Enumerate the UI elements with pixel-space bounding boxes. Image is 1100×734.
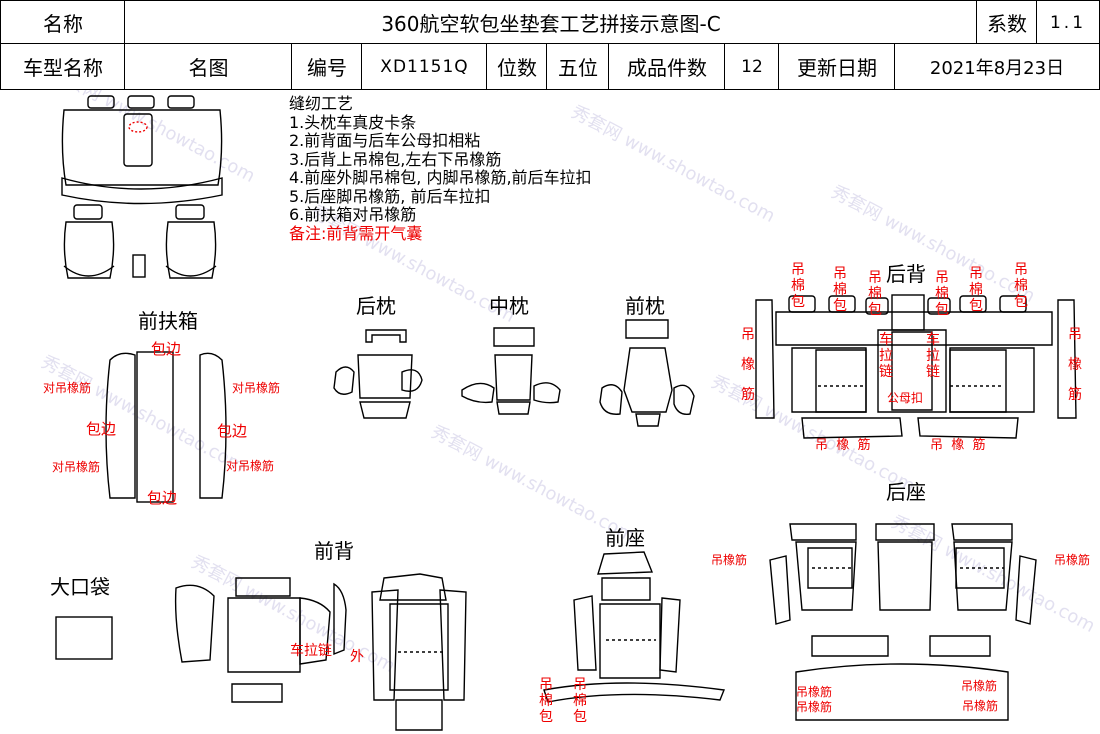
pieces-label: 成品件数 (608, 43, 726, 90)
section-front-back: 前背 (314, 539, 354, 563)
annotation-rubber: 吊橡筋 (741, 327, 755, 403)
header-table: 名称 360航空软包坐垫套工艺拼接示意图-C 系数 1.1 车型名称 名图 编号… (0, 0, 1100, 90)
annotation-rubber: 吊橡筋 (711, 553, 748, 567)
section-rear-headrest: 后枕 (356, 294, 396, 318)
name-label: 名称 (0, 0, 126, 45)
annotation-outer: 外 (350, 649, 364, 665)
annotation-wrap-edge: 包边 (86, 420, 117, 438)
front-headrest-pattern (599, 319, 695, 427)
annotation-wrap-edge: 包边 (217, 422, 248, 440)
rear-headrest-pattern (333, 329, 423, 419)
seats-label: 位数 (486, 43, 548, 90)
annotation-elastic-pair: 对吊橡筋 (52, 460, 101, 474)
annotation-cotton-pack: 吊棉包 (833, 266, 847, 314)
front-seat-pattern (543, 551, 725, 703)
mid-headrest-pattern (461, 327, 561, 415)
annotation-elastic-pair: 对吊橡筋 (43, 381, 92, 395)
notes-title: 缝纫工艺 (289, 94, 354, 113)
annotation-cotton-pack: 吊棉包 (1014, 262, 1028, 310)
section-rear-back: 后背 (886, 262, 926, 286)
annotation-cotton-pack: 吊棉包 (539, 677, 553, 725)
annotation-zipper: 车拉链 (290, 643, 332, 659)
notes-item: 4.前座外脚吊棉包, 内脚吊橡筋,前后车拉扣 (289, 168, 592, 187)
section-mid-headrest: 中枕 (489, 294, 529, 318)
annotation-cotton-pack: 吊棉包 (969, 266, 983, 314)
annotation-elastic-pair: 对吊橡筋 (232, 381, 281, 395)
section-front-armrest: 前扶箱 (138, 309, 198, 333)
section-big-pocket: 大口袋 (50, 575, 110, 599)
rear-seat-pattern (769, 523, 1037, 721)
notes-item: 3.后背上吊棉包,左右下吊橡筋 (289, 149, 502, 169)
front-armrest-pattern (105, 351, 227, 503)
annotation-rubber: 吊橡筋 (962, 699, 999, 713)
section-front-seat: 前座 (605, 526, 645, 550)
annotation-pull: 车拉链 (879, 332, 893, 380)
annotation-cotton-pack: 吊棉包 (868, 270, 882, 318)
notes-item: 6.前扶箱对吊橡筋 (289, 205, 417, 224)
annotation-cotton-pack: 吊棉包 (935, 270, 949, 318)
annotation-wrap-edge: 包边 (151, 340, 182, 358)
code-value: XD1151Q (361, 43, 488, 90)
sewing-notes: 缝纫工艺 1.头枕车真皮卡条 2.前背面与后车公母扣相粘 3.后背上吊棉包,左右… (289, 94, 592, 243)
annotation-wide-rubber: 吊 橡 筋 (815, 438, 871, 453)
seat-layout-thumbnail (61, 95, 223, 279)
annotation-rubber: 吊橡筋 (1054, 553, 1091, 567)
notes-item: 2.前背面与后车公母扣相粘 (289, 131, 481, 150)
section-front-headrest: 前枕 (625, 294, 665, 318)
annotation-rubber: 吊橡筋 (796, 700, 833, 714)
notes-item: 5.后座脚吊橡筋, 前后车拉扣 (289, 186, 491, 206)
front-back-pattern (174, 573, 467, 731)
seats-value: 五位 (546, 43, 610, 90)
notes-remark: 备注:前背需开气囊 (289, 223, 423, 243)
pieces-value: 12 (724, 43, 780, 90)
annotation-cotton-pack: 吊棉包 (573, 677, 587, 725)
annotation-wide-rubber: 吊 橡 筋 (930, 438, 986, 453)
code-label: 编号 (291, 43, 363, 90)
car-name-label: 车型名称 (0, 43, 126, 90)
annotation-cotton-pack: 吊棉包 (791, 262, 805, 310)
big-pocket-pattern (55, 616, 113, 660)
annotation-rubber: 吊橡筋 (796, 685, 833, 699)
annotation-rubber: 吊橡筋 (961, 679, 998, 693)
annotation-pull: 车拉链 (926, 332, 940, 380)
rear-back-pattern (755, 294, 1077, 439)
annotation-wrap-edge: 包边 (147, 489, 178, 507)
annotation-elastic-pair: 对吊橡筋 (226, 459, 275, 473)
coef-value: 1.1 (1036, 0, 1100, 45)
section-rear-seat: 后座 (886, 480, 926, 504)
coef-label: 系数 (976, 0, 1038, 45)
annotation-snap: 公母扣 (887, 391, 924, 405)
annotation-rubber: 吊橡筋 (1068, 327, 1082, 403)
notes-item: 1.头枕车真皮卡条 (289, 112, 417, 132)
